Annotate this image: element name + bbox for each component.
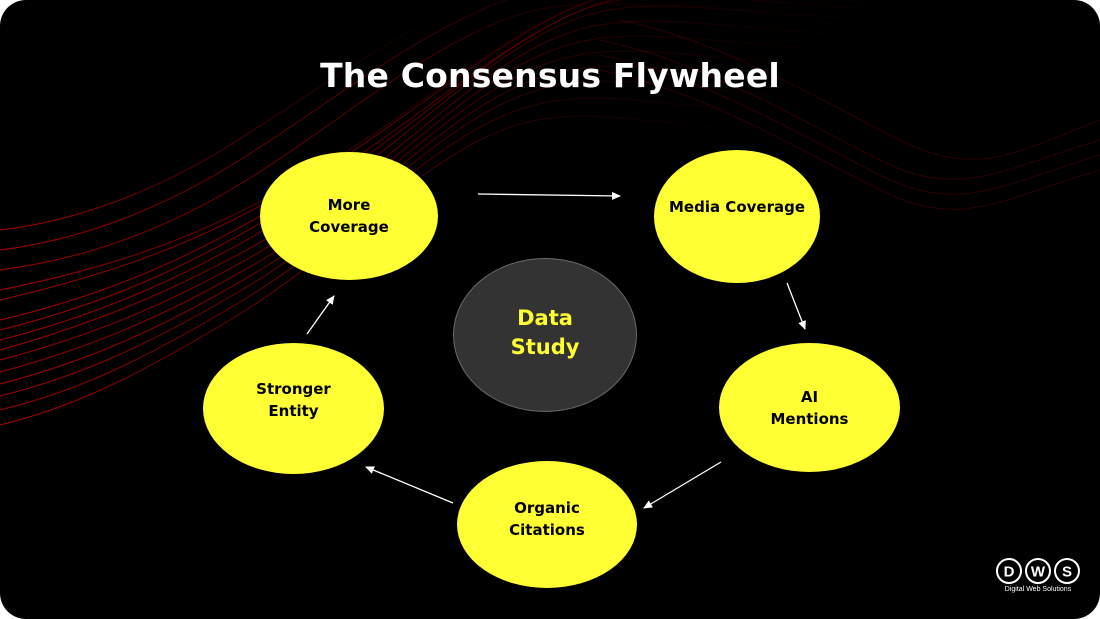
node-organic-citations: Organic Citations [457,461,637,588]
arrow-more-to-media [477,191,621,200]
arrow-stronger-to-more [306,295,335,335]
node-label-line1: Stronger [256,379,331,398]
node-label-line1: More [327,196,371,214]
logo-letter-s: S [1062,564,1072,581]
logo-caption: Digital Web Solutions [1004,586,1072,593]
node-label-line2: Citations [509,520,585,539]
node-label-line1: Media Coverage [668,197,806,216]
node-more-coverage: More Coverage [260,152,438,280]
arrow-media-to-ai [786,282,806,330]
node-label-line2: Coverage [309,218,389,236]
arrow-ai-to-organic [643,461,722,509]
node-label-line1: AI [800,387,819,406]
page-title: The Consensus Flywheel [320,56,780,95]
node-label-line2: Entity [268,401,319,420]
logo-letter-d: D [1004,564,1015,581]
node-stronger-entity: Stronger Entity [203,343,384,474]
logo-letter-w: W [1031,564,1046,581]
dws-logo: D W S [996,558,1080,584]
node-ai-mentions: AI Mentions [719,343,900,472]
arrow-organic-to-stronger [365,466,454,504]
node-media-coverage: Media Coverage [654,150,820,283]
node-label-line1: Organic [514,498,580,517]
center-label-line2: Study [510,335,580,359]
center-node-data-study: Data Study [453,258,637,412]
center-label-line1: Data [517,306,573,330]
node-label-line2: Mentions [770,409,849,428]
